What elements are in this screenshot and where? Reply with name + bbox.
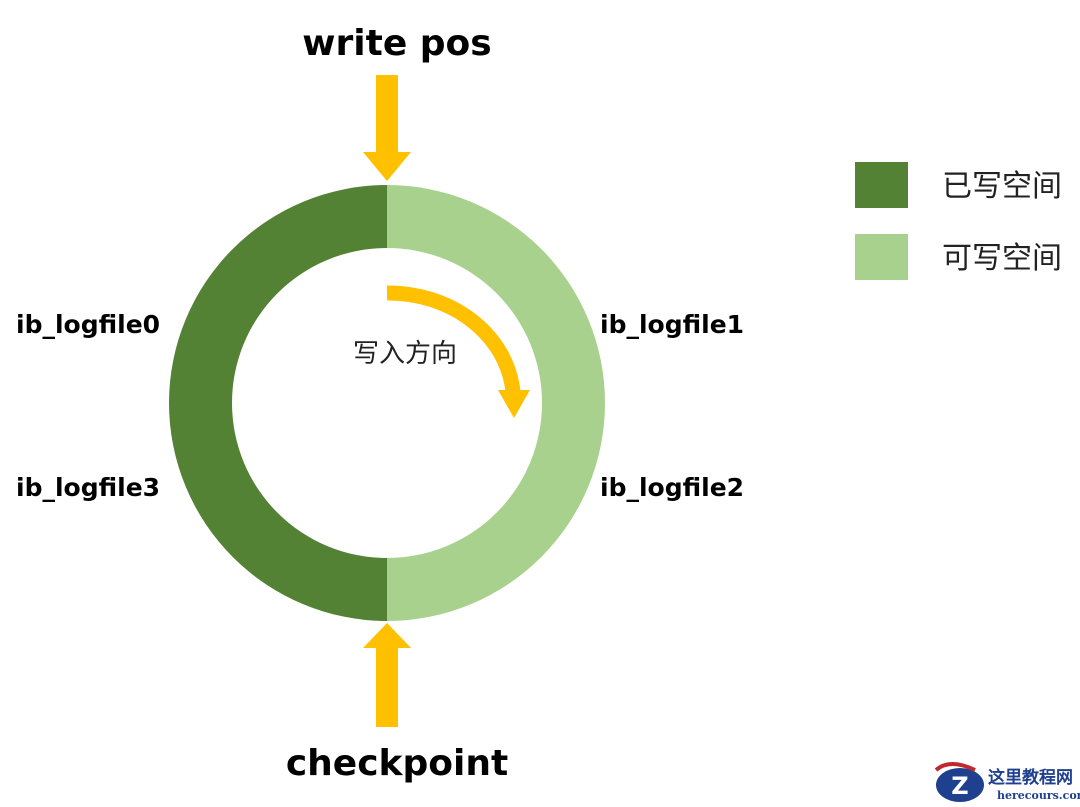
legend-label-written: 已写空间: [942, 169, 1062, 204]
legend: 已写空间 可写空间: [855, 162, 1062, 280]
legend-swatch-writable: [855, 234, 908, 280]
watermark-url: herecours.com: [997, 789, 1080, 802]
svg-text:Z: Z: [951, 772, 968, 800]
file-label-ib-logfile2: ib_logfile2: [600, 473, 744, 502]
write-pos-label: write pos: [302, 23, 491, 64]
ring-segment-ib-logfile0: [169, 185, 387, 403]
checkpoint-label: checkpoint: [286, 743, 508, 784]
write-direction-label: 写入方向: [353, 339, 457, 369]
ring-segment-ib-logfile1: [387, 185, 605, 403]
file-label-ib-logfile0: ib_logfile0: [16, 310, 160, 339]
legend-label-writable: 可写空间: [942, 241, 1062, 276]
legend-swatch-written: [855, 162, 908, 208]
ring-segment-ib-logfile2: [387, 403, 605, 621]
write-pos-arrow: [363, 75, 411, 181]
watermark-logo: Z 这里教程网 herecours.com: [934, 762, 1080, 802]
write-direction-arrow: [386, 285, 530, 418]
file-label-ib-logfile1: ib_logfile1: [600, 310, 744, 339]
file-label-ib-logfile3: ib_logfile3: [16, 473, 160, 502]
checkpoint-arrow: [363, 623, 411, 727]
ring-segment-ib-logfile3: [169, 403, 387, 621]
watermark-title: 这里教程网: [988, 767, 1073, 788]
